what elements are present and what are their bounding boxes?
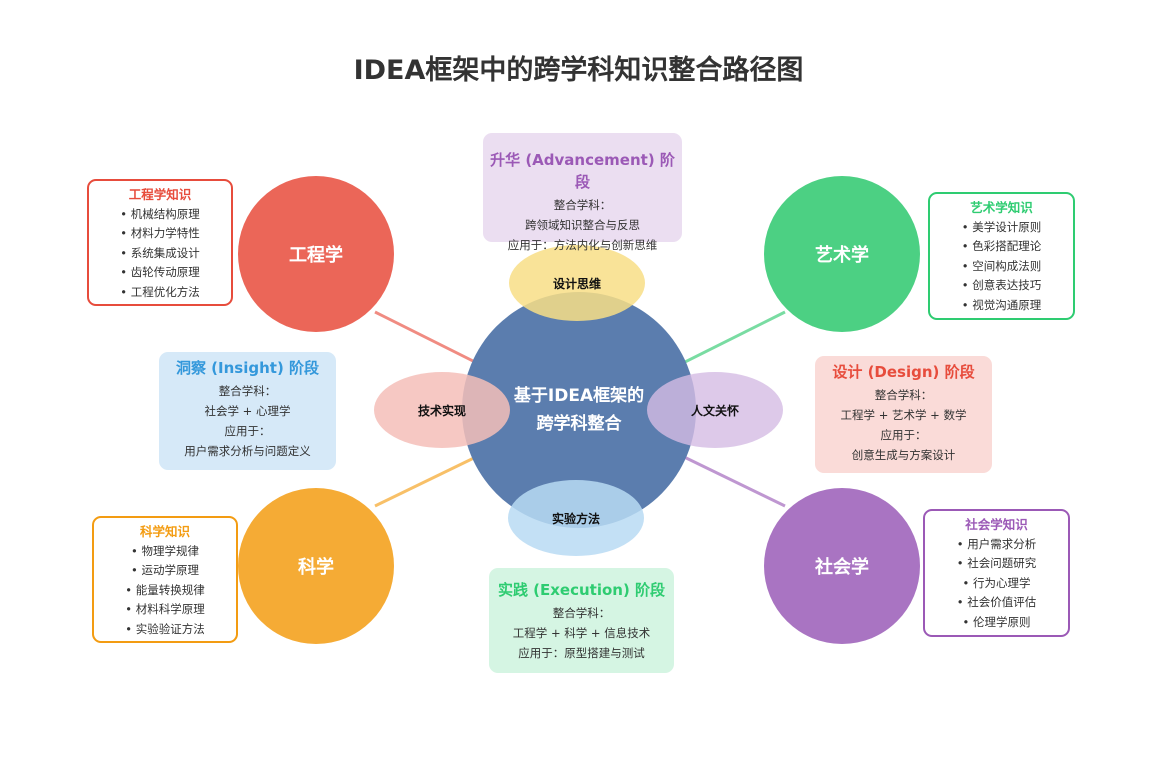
discipline-science: 科学: [238, 488, 394, 644]
list-item: 系统集成设计: [89, 244, 231, 264]
stage-line: 整合学科：: [218, 384, 277, 398]
list-item: 社会价值评估: [925, 593, 1068, 613]
center-line2: 跨学科整合: [536, 414, 622, 434]
connector-experiment: 实验方法: [508, 480, 644, 556]
stage-line: 工程学 + 科学 + 信息技术: [512, 626, 651, 640]
stage-line: 应用于：: [880, 428, 927, 442]
stage-line: 整合学科：: [874, 388, 933, 402]
stage-line: 整合学科：: [553, 198, 612, 212]
stage-line: 跨领域知识整合与反思: [525, 218, 640, 232]
knowledge-title: 社会学知识: [965, 517, 1028, 532]
discipline-engineering: 工程学: [238, 176, 394, 332]
stage-insight: 洞察 (Insight) 阶段 整合学科： 社会学 + 心理学 应用于： 用户需…: [159, 352, 336, 470]
list-item: 空间构成法则: [930, 257, 1073, 277]
stage-line: 应用于：方法内化与创新思维: [507, 238, 658, 252]
stage-line: 应用于：原型搭建与测试: [518, 646, 645, 660]
stage-title: 洞察 (Insight) 阶段: [175, 359, 320, 377]
stage-line: 用户需求分析与问题定义: [184, 444, 311, 458]
stage-execution: 实践 (Execution) 阶段 整合学科： 工程学 + 科学 + 信息技术 …: [489, 568, 674, 673]
connector-humanity: 人文关怀: [647, 372, 783, 448]
stage-line: 工程学 + 艺术学 + 数学: [840, 408, 967, 422]
list-item: 社会问题研究: [925, 554, 1068, 574]
list-item: 齿轮传动原理: [89, 263, 231, 283]
knowledge-title: 工程学知识: [128, 187, 192, 202]
knowledge-science: 科学知识 物理学规律 运动学原理 能量转换规律 材料科学原理 实验验证方法: [92, 516, 238, 643]
list-item: 材料力学特性: [89, 224, 231, 244]
stage-title: 升华 (Advancement) 阶段: [490, 151, 675, 191]
knowledge-art: 艺术学知识 美学设计原则 色彩搭配理论 空间构成法则 创意表达技巧 视觉沟通原理: [928, 192, 1075, 320]
list-item: 伦理学原则: [925, 613, 1068, 633]
list-item: 行为心理学: [925, 574, 1068, 594]
stage-line: 创意生成与方案设计: [851, 448, 956, 462]
label: 设计思维: [552, 276, 601, 291]
list-item: 用户需求分析: [925, 535, 1068, 555]
list-item: 创意表达技巧: [930, 276, 1073, 296]
list-item: 材料科学原理: [94, 600, 236, 620]
knowledge-engineering: 工程学知识 机械结构原理 材料力学特性 系统集成设计 齿轮传动原理 工程优化方法: [87, 179, 233, 306]
center-line1: 基于IDEA框架的: [513, 386, 645, 406]
list-item: 工程优化方法: [89, 283, 231, 303]
list-item: 物理学规律: [94, 542, 236, 562]
label: 工程学: [289, 245, 343, 266]
stage-title: 设计 (Design) 阶段: [832, 363, 975, 381]
stage-title: 实践 (Execution) 阶段: [497, 581, 666, 599]
connector-tech: 技术实现: [374, 372, 510, 448]
list-item: 机械结构原理: [89, 205, 231, 225]
list-item: 实验验证方法: [94, 620, 236, 640]
label: 科学: [298, 557, 334, 578]
list-item: 能量转换规律: [94, 581, 236, 601]
label: 实验方法: [551, 511, 600, 526]
stage-advancement: 升华 (Advancement) 阶段 整合学科： 跨领域知识整合与反思 应用于…: [483, 133, 682, 252]
stage-line: 整合学科：: [552, 606, 611, 620]
stage-design: 设计 (Design) 阶段 整合学科： 工程学 + 艺术学 + 数学 应用于：…: [815, 356, 992, 473]
knowledge-title: 艺术学知识: [970, 200, 1033, 215]
page-title: IDEA框架中的跨学科知识整合路径图: [353, 55, 804, 86]
label: 技术实现: [417, 403, 466, 418]
label: 社会学: [815, 557, 869, 578]
label: 人文关怀: [690, 403, 739, 418]
discipline-social: 社会学: [764, 488, 920, 644]
label: 艺术学: [815, 245, 869, 266]
connector-design-thinking: 设计思维: [509, 245, 645, 321]
list-item: 美学设计原则: [930, 218, 1073, 238]
stage-line: 应用于：: [224, 424, 271, 438]
discipline-art: 艺术学: [764, 176, 920, 332]
list-item: 色彩搭配理论: [930, 237, 1073, 257]
knowledge-title: 科学知识: [139, 524, 190, 539]
list-item: 视觉沟通原理: [930, 296, 1073, 316]
knowledge-social: 社会学知识 用户需求分析 社会问题研究 行为心理学 社会价值评估 伦理学原则: [923, 509, 1070, 637]
list-item: 运动学原理: [94, 561, 236, 581]
stage-line: 社会学 + 心理学: [204, 404, 291, 418]
